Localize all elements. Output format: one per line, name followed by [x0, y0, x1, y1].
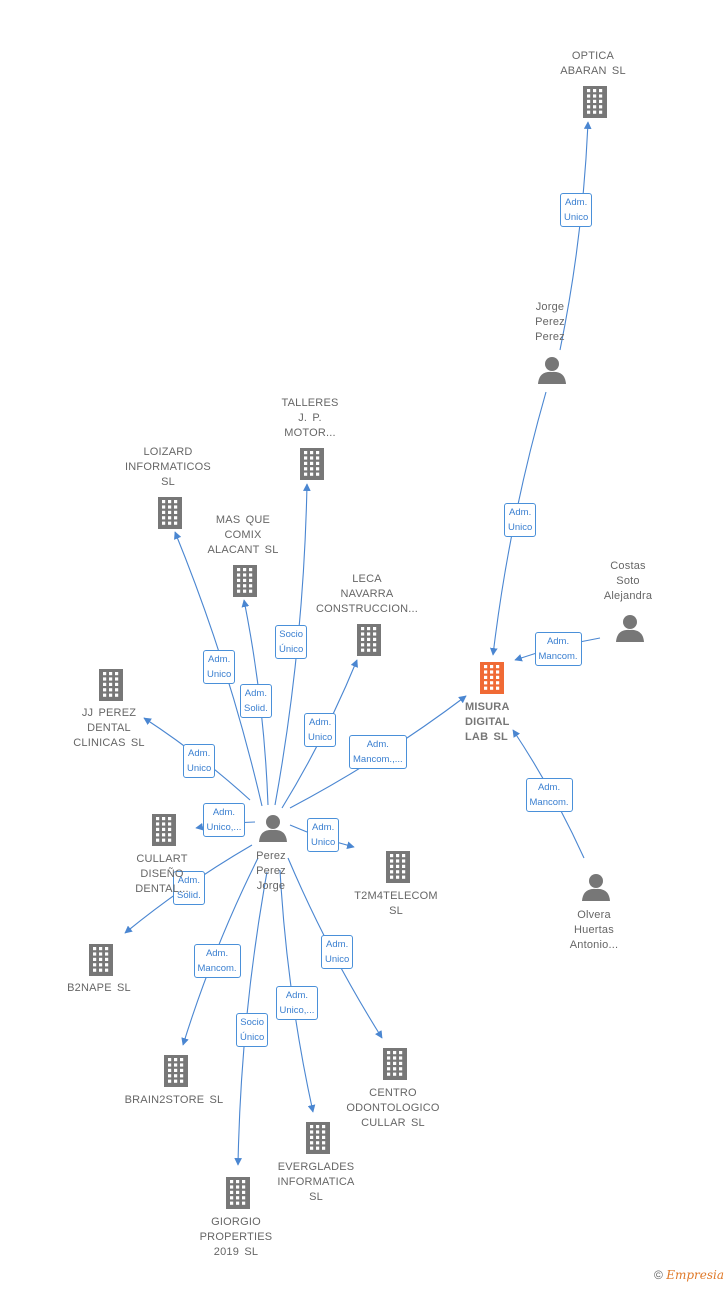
brain2store-building-icon[interactable]: [164, 1055, 188, 1087]
edge-label-perez-cullart[interactable]: Adm. Unico,...: [202, 803, 246, 837]
everglades-building-icon[interactable]: [306, 1122, 330, 1154]
edge-label-perez-leca[interactable]: Adm. Unico: [304, 713, 337, 747]
edge-label-perez-jjperez[interactable]: Adm. Unico: [183, 744, 216, 778]
node-label-jorge[interactable]: Jorge Perez Perez: [535, 301, 565, 343]
node-label-everglades[interactable]: EVERGLADES INFORMATICA SL: [277, 1161, 355, 1203]
jorge-person-icon[interactable]: [538, 357, 566, 384]
node-label-giorgio[interactable]: GIORGIO PROPERTIES 2019 SL: [199, 1216, 273, 1258]
node-label-optica[interactable]: OPTICA ABARAN SL: [560, 50, 626, 77]
edge-label-perez-everglades[interactable]: Adm. Unico,...: [275, 986, 319, 1020]
node-label-brain2store[interactable]: BRAIN2STORE SL: [124, 1094, 224, 1106]
edge-label-perez-giorgio[interactable]: Socio Único: [236, 1013, 269, 1047]
node-label-loizard[interactable]: LOIZARD INFORMATICOS SL: [125, 446, 211, 488]
t2m4-building-icon[interactable]: [386, 851, 410, 883]
node-label-perez[interactable]: Perez Perez Jorge: [256, 850, 286, 892]
costas-person-icon[interactable]: [616, 615, 644, 642]
edge-label-jorge-optica[interactable]: Adm. Unico: [560, 193, 593, 227]
edge-label-perez-b2nape[interactable]: Adm. Solid.: [173, 871, 205, 905]
node-label-cullart[interactable]: CULLART DISEÑO DENTAL...: [135, 853, 189, 895]
b2nape-building-icon[interactable]: [89, 944, 113, 976]
node-label-b2nape[interactable]: B2NAPE SL: [67, 982, 131, 994]
misura-building-icon[interactable]: [480, 662, 504, 694]
edge-label-perez-brain2store[interactable]: Adm. Mancom.: [193, 944, 241, 978]
edge-label-olvera-misura[interactable]: Adm. Mancom.: [525, 778, 573, 812]
footer: © Empresia: [654, 1268, 724, 1282]
edge-label-costas-misura[interactable]: Adm. Mancom.: [534, 632, 582, 666]
edge-label-perez-masque[interactable]: Adm. Solid.: [240, 684, 272, 718]
node-label-olvera[interactable]: Olvera Huertas Antonio...: [569, 909, 619, 951]
optica-building-icon[interactable]: [583, 86, 607, 118]
edge-label-jorge-misura[interactable]: Adm. Unico: [504, 503, 537, 537]
perez-person-icon[interactable]: [259, 815, 287, 842]
copyright-symbol: ©: [654, 1268, 663, 1282]
edge-label-perez-talleres[interactable]: Socio Único: [275, 625, 308, 659]
talleres-building-icon[interactable]: [300, 448, 324, 480]
node-label-leca[interactable]: LECA NAVARRA CONSTRUCCION...: [316, 573, 418, 615]
edge-jorge-optica: [559, 121, 592, 351]
brand-logo[interactable]: Empresia: [666, 1268, 724, 1282]
node-label-t2m4[interactable]: T2M4TELECOM SL: [354, 890, 438, 917]
node-label-centro[interactable]: CENTRO ODONTOLOGICO CULLAR SL: [346, 1087, 440, 1129]
node-label-misura[interactable]: MISURA DIGITAL LAB SL: [465, 701, 510, 743]
masque-building-icon[interactable]: [233, 565, 257, 597]
node-label-masque[interactable]: MAS QUE COMIX ALACANT SL: [207, 514, 279, 556]
node-label-talleres[interactable]: TALLERES J. P. MOTOR...: [281, 397, 339, 439]
leca-building-icon[interactable]: [357, 624, 381, 656]
loizard-building-icon[interactable]: [158, 497, 182, 529]
node-label-jjperez[interactable]: JJ PEREZ DENTAL CLINICAS SL: [73, 707, 145, 749]
centro-building-icon[interactable]: [383, 1048, 407, 1080]
giorgio-building-icon[interactable]: [226, 1177, 250, 1209]
edge-label-perez-loizard[interactable]: Adm. Unico: [203, 650, 236, 684]
edge-label-perez-misura[interactable]: Adm. Mancom.,...: [349, 735, 407, 769]
edge-label-perez-t2m4[interactable]: Adm. Unico: [307, 818, 340, 852]
olvera-person-icon[interactable]: [582, 874, 610, 901]
cullart-building-icon[interactable]: [152, 814, 176, 846]
jjperez-building-icon[interactable]: [99, 669, 123, 701]
edge-label-perez-centro[interactable]: Adm. Unico: [321, 935, 354, 969]
node-label-costas[interactable]: Costas Soto Alejandra: [603, 560, 653, 602]
